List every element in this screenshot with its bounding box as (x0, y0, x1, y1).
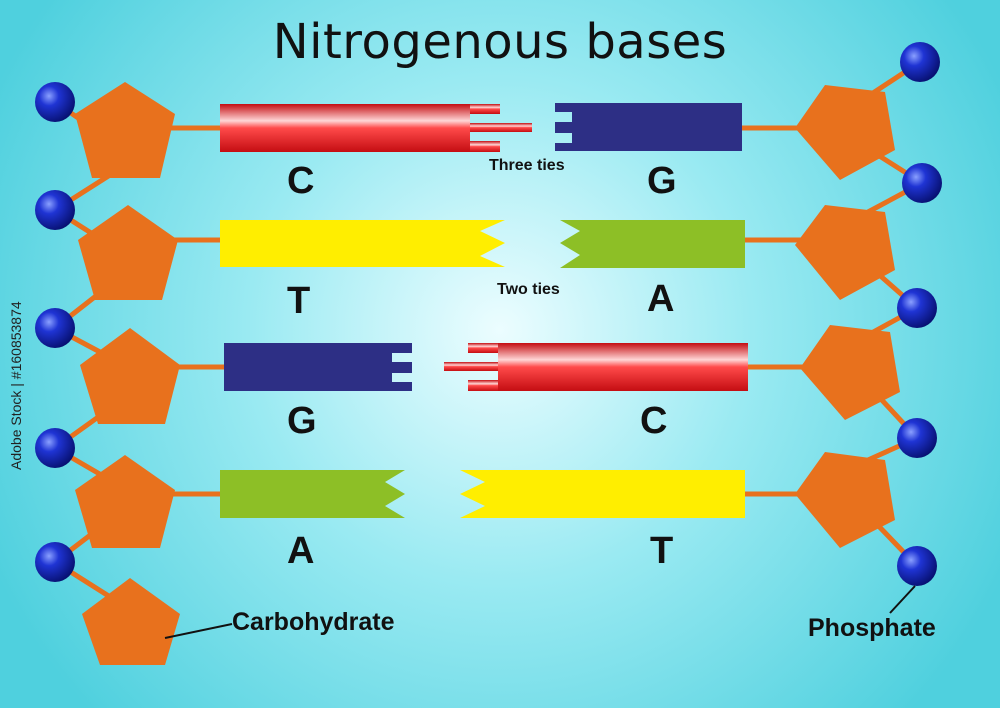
diagram-title: Nitrogenous bases (272, 14, 728, 70)
phosphate-label: Phosphate (808, 614, 936, 642)
phosphate-ball (35, 428, 75, 468)
carbohydrate-pointer (164, 623, 233, 639)
phosphate-ball (35, 308, 75, 348)
base-thymine-1 (220, 220, 505, 267)
base-letter: A (287, 530, 315, 572)
base-letter: A (647, 278, 675, 320)
phosphate-ball (35, 542, 75, 582)
sugar-pentagon (795, 85, 895, 180)
base-cytosine-1 (220, 104, 532, 152)
phosphate-ball (897, 546, 937, 586)
phosphate-ball (897, 418, 937, 458)
base-letter: G (647, 160, 677, 202)
base-letter: C (640, 400, 668, 442)
base-guanine-1 (555, 103, 742, 151)
base-adenine-1 (560, 220, 745, 268)
phosphate-ball (35, 190, 75, 230)
sugar-pentagon (795, 205, 895, 300)
phosphate-ball (902, 163, 942, 203)
sugar-pentagon (800, 325, 900, 420)
base-cytosine-2 (444, 343, 748, 391)
stock-watermark: Adobe Stock | #160853874 (8, 301, 24, 470)
sugar-pentagon (82, 578, 180, 665)
phosphate-ball (900, 42, 940, 82)
sugar-pentagon (75, 82, 175, 178)
carbohydrate-label: Carbohydrate (232, 608, 395, 636)
sugar-pentagon (80, 328, 180, 424)
ties-label: Two ties (497, 281, 560, 298)
sugar-pentagon (795, 452, 895, 548)
sugar-pentagon (78, 205, 178, 300)
phosphate-ball (35, 82, 75, 122)
phosphate-ball (897, 288, 937, 328)
base-guanine-2 (224, 343, 412, 391)
base-letter: C (287, 160, 315, 202)
base-letter: T (650, 530, 674, 572)
base-letter: T (287, 280, 311, 322)
ties-label: Three ties (489, 157, 565, 174)
base-thymine-2 (460, 470, 745, 518)
base-adenine-2 (220, 470, 405, 518)
base-letter: G (287, 400, 317, 442)
sugar-pentagon (75, 455, 175, 548)
phosphate-pointer (889, 585, 916, 614)
